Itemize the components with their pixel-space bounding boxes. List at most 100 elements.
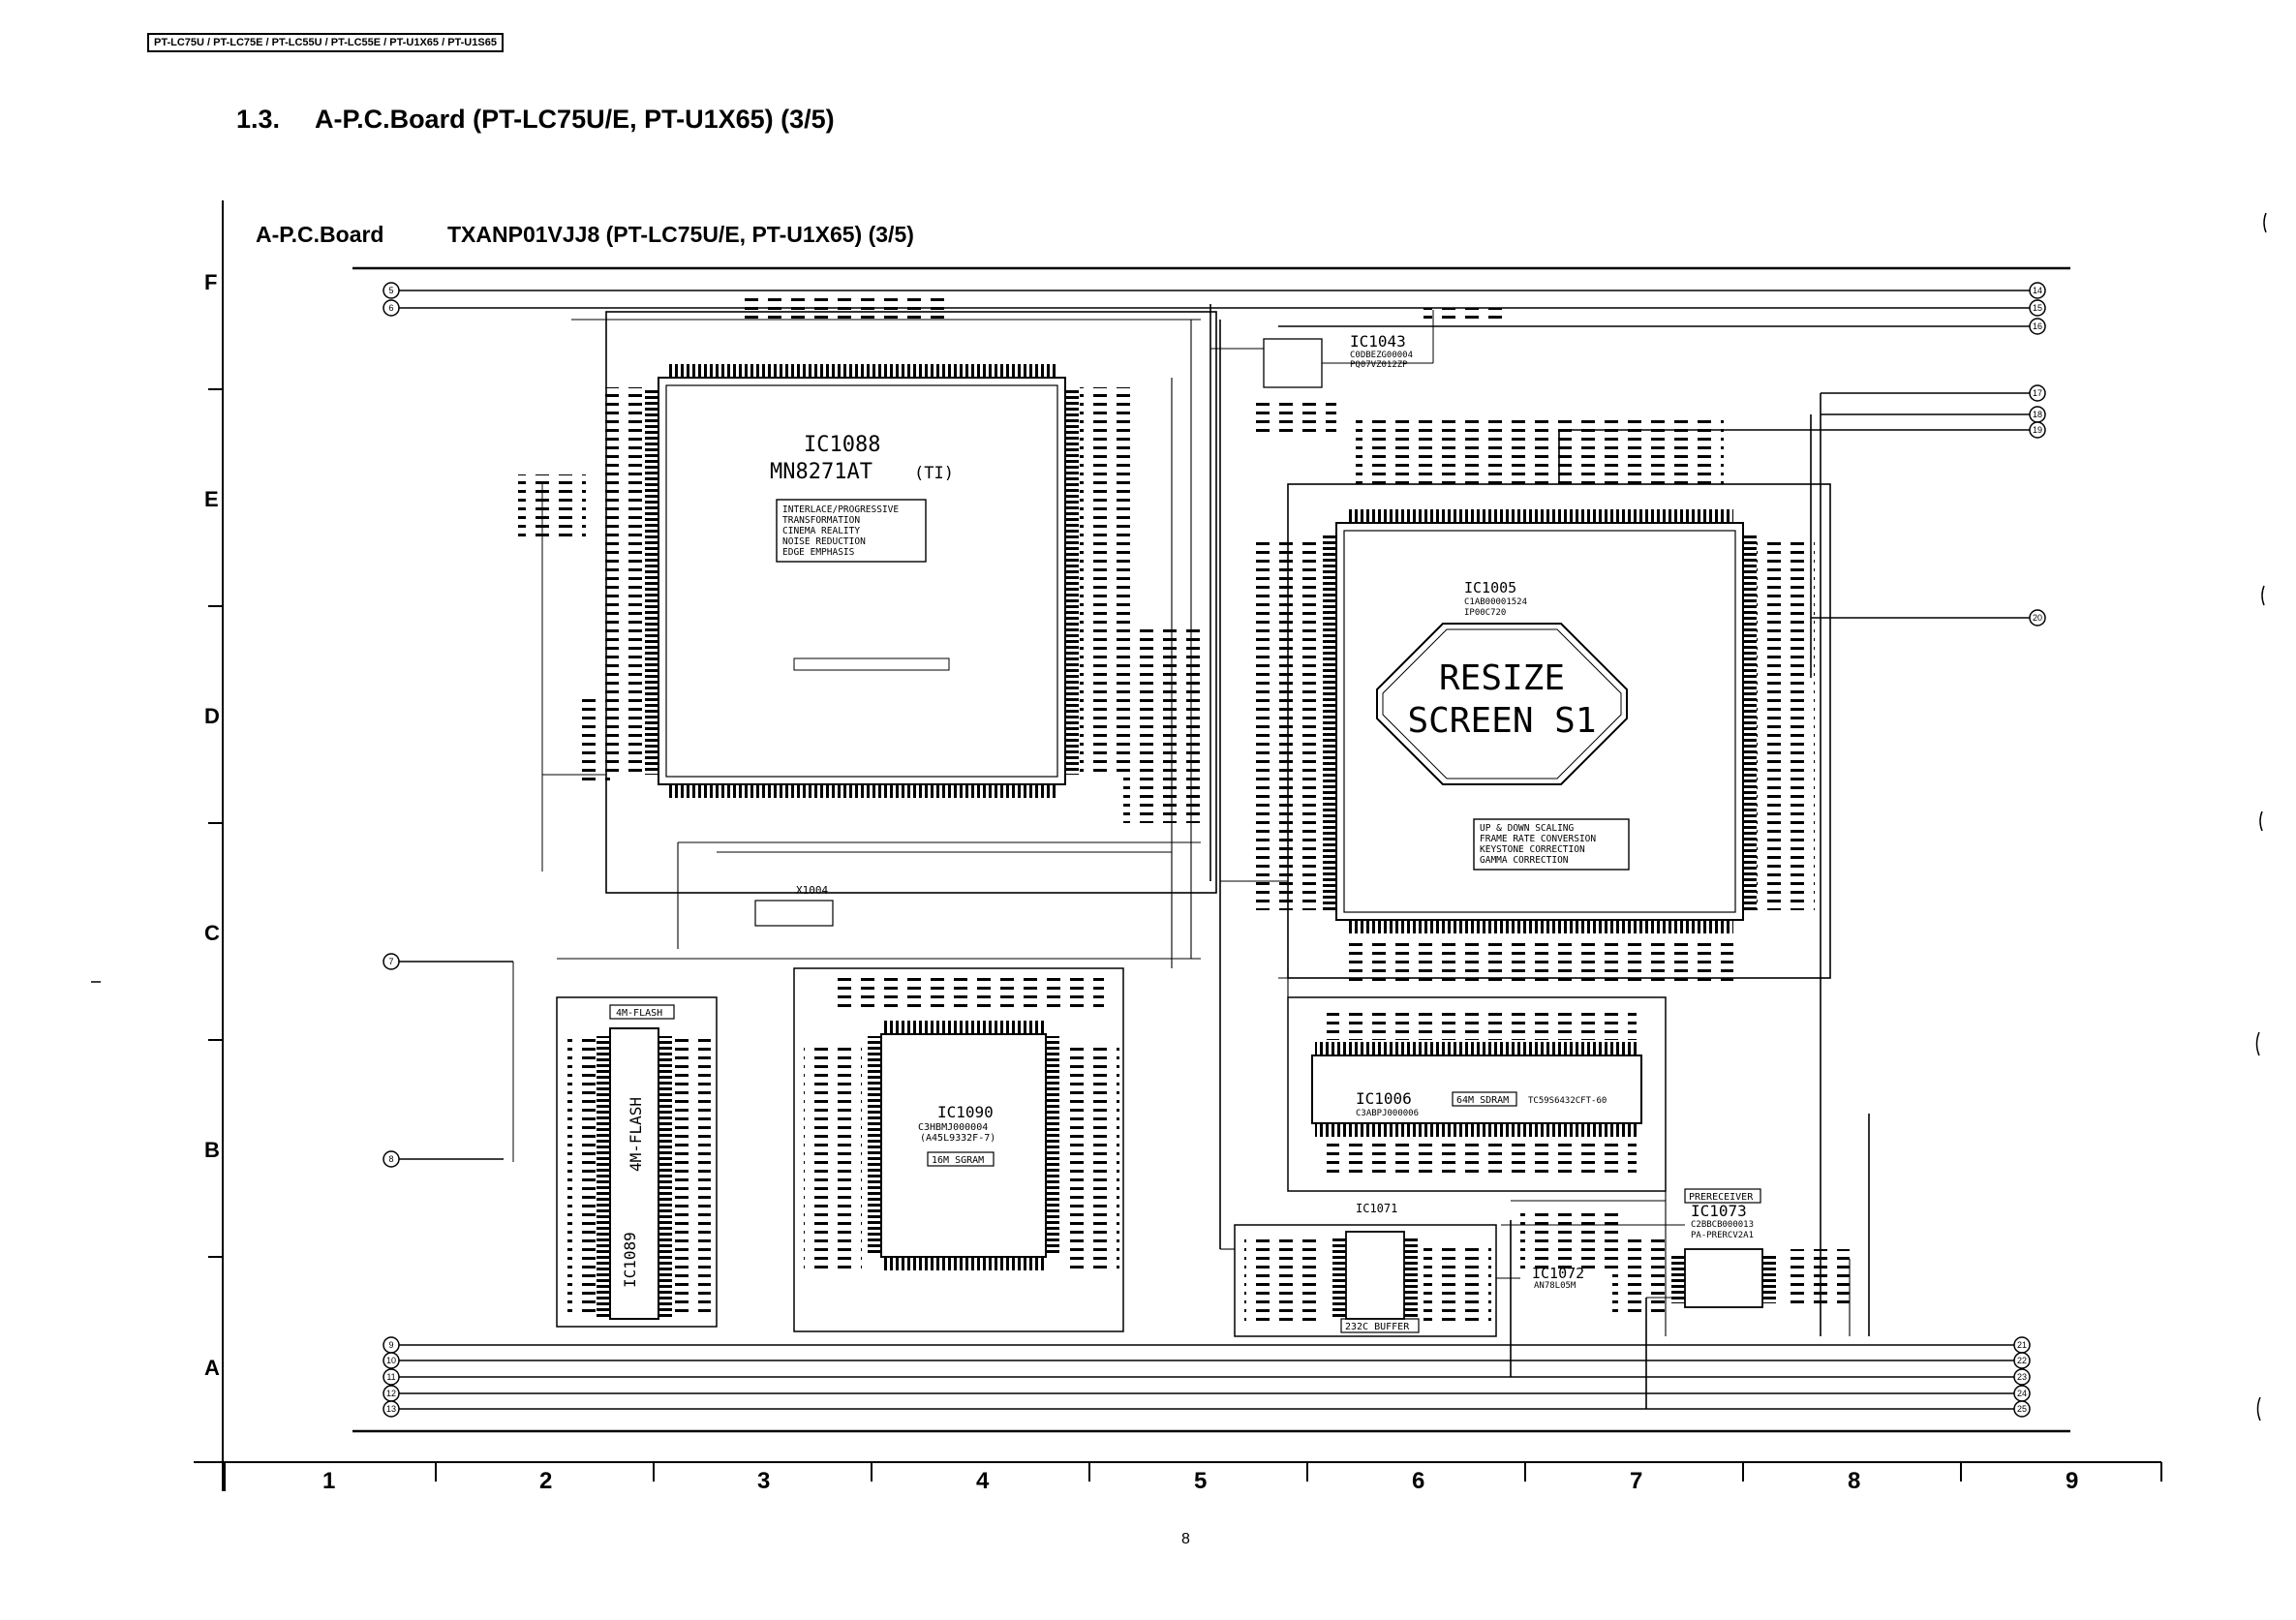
connector-6: 6 — [388, 303, 393, 313]
col-label-1: 1 — [322, 1468, 336, 1494]
section-title-text: A-P.C.Board (PT-LC75U/E, PT-U1X65) (3/5) — [315, 105, 835, 134]
col-label-5: 5 — [1194, 1468, 1208, 1494]
connector-20: 20 — [2033, 613, 2042, 623]
connector-11: 11 — [386, 1372, 395, 1382]
connector-25: 25 — [2017, 1404, 2027, 1414]
ic1089-vertical-label: 4M-FLASH — [627, 1097, 645, 1172]
edge-marks — [91, 212, 2267, 1421]
ic1006-alt-part: TC59S6432CFT-60 — [1528, 1096, 1607, 1106]
ic1073-box-label: PRERECEIVER — [1689, 1192, 1754, 1203]
ic1090-part1: C3HBMJ000004 — [918, 1122, 988, 1133]
row-label-c: C — [204, 921, 220, 945]
ic1071-box-label: 232C BUFFER — [1345, 1322, 1410, 1332]
col-label-9: 9 — [2066, 1468, 2079, 1494]
connector-12: 12 — [386, 1389, 396, 1398]
connector-24: 24 — [2017, 1389, 2027, 1398]
connector-21: 21 — [2017, 1340, 2027, 1350]
ic1005-function-3: KEYSTONE CORRECTION — [1480, 844, 1585, 855]
ic1072-part: AN78L05M — [1534, 1281, 1577, 1291]
ic1073-block — [1612, 1188, 1850, 1317]
col-label-7: 7 — [1630, 1468, 1643, 1494]
ic1088-function-1: INTERLACE/PROGRESSIVE — [782, 504, 899, 515]
model-list-box: PT-LC75U / PT-LC75E / PT-LC55U / PT-LC55… — [147, 33, 504, 52]
ic1006-name: IC1006 — [1356, 1089, 1412, 1108]
connector-14: 14 — [2033, 286, 2042, 295]
ic1089-block — [512, 958, 1201, 1328]
col-label-4: 4 — [976, 1468, 990, 1494]
ic1005-banner-line1: RESIZE — [1439, 658, 1565, 698]
row-label-d: D — [204, 704, 220, 728]
ic1073-part2: PA-PRERCV2A1 — [1691, 1231, 1754, 1240]
ic1089-name: IC1089 — [621, 1232, 639, 1288]
ic1073-name: IC1073 — [1691, 1202, 1747, 1220]
ic1071-name: IC1071 — [1356, 1202, 1397, 1215]
row-label-e: E — [204, 487, 219, 511]
connector-8: 8 — [388, 1154, 393, 1164]
section-title: 1.3. A-P.C.Board (PT-LC75U/E, PT-U1X65) (… — [236, 105, 835, 135]
ic1006-block — [1287, 996, 1667, 1192]
frame — [194, 200, 2162, 1491]
connector-5: 5 — [388, 286, 393, 295]
section-number: 1.3. — [236, 105, 281, 134]
model-list: PT-LC75U / PT-LC75E / PT-LC55U / PT-LC55… — [154, 37, 497, 48]
ic1072-block — [1501, 1210, 1627, 1268]
connectors-left — [383, 282, 400, 1418]
connector-16: 16 — [2033, 321, 2042, 331]
ic1043-part1: C0DBEZG00004 — [1350, 351, 1413, 360]
ic1088-block — [518, 294, 1217, 927]
connector-17: 17 — [2033, 388, 2042, 398]
col-label-3: 3 — [757, 1468, 771, 1494]
ic1073-part1: C2BBCB000013 — [1691, 1220, 1754, 1230]
connector-22: 22 — [2017, 1356, 2027, 1365]
ic1005-block — [1249, 416, 1831, 986]
connector-9: 9 — [388, 1340, 393, 1350]
connector-13: 13 — [386, 1404, 396, 1414]
ic1088-function-5: EDGE EMPHASIS — [782, 547, 855, 558]
ic1006-box-label: 64M SDRAM — [1456, 1095, 1509, 1106]
row-label-f: F — [204, 270, 218, 294]
ic1005-banner-line2: SCREEN S1 — [1407, 701, 1596, 741]
connector-7: 7 — [388, 957, 393, 966]
ic1071-block — [1234, 1224, 1497, 1337]
connector-10: 10 — [386, 1356, 396, 1365]
connector-15: 15 — [2033, 303, 2042, 313]
row-label-a: A — [204, 1356, 220, 1380]
bus-lines — [399, 290, 2030, 1410]
connector-18: 18 — [2033, 410, 2042, 419]
ic1006-part: C3ABPJ000006 — [1356, 1109, 1419, 1118]
ic1090-part2: (A45L9332F-7) — [920, 1133, 995, 1144]
ic1088-function-3: CINEMA REALITY — [782, 526, 860, 536]
ic1005-function-1: UP & DOWN SCALING — [1480, 823, 1575, 834]
board-outline — [352, 266, 2070, 1433]
ic1088-function-2: TRANSFORMATION — [782, 515, 860, 526]
row-label-b: B — [204, 1138, 220, 1162]
ic1088-name: IC1088 — [804, 433, 880, 457]
ic1043-name: IC1043 — [1350, 332, 1406, 351]
ic1005-name: IC1005 — [1464, 579, 1516, 596]
ic1088-part: MN8271AT — [770, 460, 872, 484]
connector-19: 19 — [2033, 425, 2042, 435]
connector-23: 23 — [2017, 1372, 2027, 1382]
ic1005-function-4: GAMMA CORRECTION — [1480, 855, 1569, 866]
ic1090-box-label: 16M SGRAM — [932, 1155, 984, 1166]
ic1005-function-2: FRAME RATE CONVERSION — [1480, 834, 1596, 844]
ic1088-note: (TI) — [914, 464, 954, 483]
ic1005-part1: C1AB00001524 — [1464, 597, 1527, 607]
board-name: A-P.C.Board — [256, 222, 384, 247]
ic1089-box-label: 4M-FLASH — [616, 1008, 662, 1019]
ic1043-block — [1210, 308, 1511, 436]
connectors-right — [2013, 282, 2046, 1418]
board-part: TXANP01VJJ8 (PT-LC75U/E, PT-U1X65) (3/5) — [447, 222, 914, 247]
ic1043-part2: PQ07VZ012ZP — [1350, 360, 1408, 370]
ic1088-function-4: NOISE REDUCTION — [782, 536, 866, 547]
col-label-2: 2 — [539, 1468, 553, 1494]
ic1072-name: IC1072 — [1532, 1265, 1584, 1282]
x1004-name: X1004 — [796, 884, 828, 897]
ic1090-name: IC1090 — [937, 1103, 994, 1121]
col-label-6: 6 — [1412, 1468, 1425, 1494]
page-number: 8 — [1181, 1531, 1190, 1547]
ic1090-block — [793, 967, 1124, 1332]
col-label-8: 8 — [1848, 1468, 1861, 1494]
interconnect — [571, 319, 1851, 1336]
